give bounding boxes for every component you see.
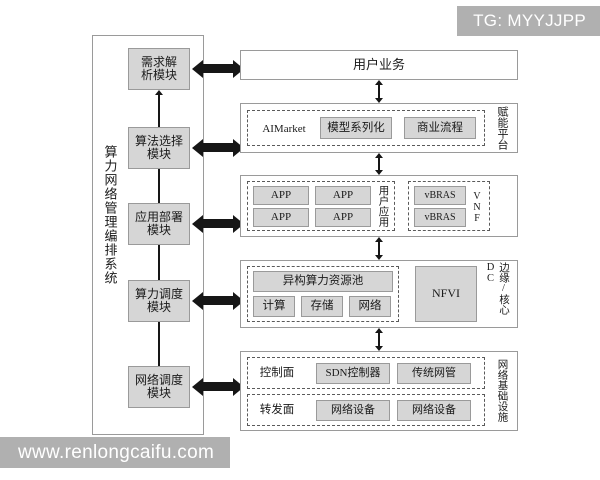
- business-process-box[interactable]: 商业流程: [404, 117, 476, 139]
- resource-network-box[interactable]: 网络: [349, 296, 391, 317]
- model-serialization-box[interactable]: 模型系列化: [320, 117, 392, 139]
- vnf-side-label: VNF: [471, 190, 483, 224]
- app-box-1[interactable]: APP: [253, 186, 309, 205]
- module-connector-2-3: [158, 169, 160, 206]
- control-plane-dashed: [247, 357, 485, 389]
- connector-dc-to-network: [378, 333, 380, 346]
- app-box-4[interactable]: APP: [315, 208, 371, 227]
- connector-application-to-dc: [378, 242, 380, 255]
- sdn-controller-box[interactable]: SDN控制器: [316, 363, 390, 384]
- enabling-platform-inner-dashed: [247, 110, 485, 146]
- connector-platform-to-application: [378, 158, 380, 170]
- arrow-demand-to-user-service: [203, 64, 233, 73]
- vbras-box-1[interactable]: vBRAS: [414, 186, 466, 205]
- module-network-scheduling[interactable]: 网络调度 模块: [128, 366, 190, 408]
- arrow-network-to-infrastructure: [203, 382, 233, 391]
- module-application-deployment[interactable]: 应用部署 模块: [128, 203, 190, 245]
- arrow-algorithm-to-platform: [203, 143, 233, 152]
- app-box-2[interactable]: APP: [315, 186, 371, 205]
- module-demand-analysis[interactable]: 需求解 析模块: [128, 48, 190, 90]
- network-device-box-1[interactable]: 网络设备: [316, 400, 390, 421]
- traditional-nms-box[interactable]: 传统网管: [397, 363, 471, 384]
- module-algorithm-selection[interactable]: 算法选择 模块: [128, 127, 190, 169]
- module-connector-1-2: [158, 95, 160, 130]
- control-plane-label: 控制面: [259, 366, 295, 379]
- network-device-box-2[interactable]: 网络设备: [397, 400, 471, 421]
- vbras-box-2[interactable]: vBRAS: [414, 208, 466, 227]
- module-computing-scheduling[interactable]: 算力调度 模块: [128, 280, 190, 322]
- arrow-deployment-to-application: [203, 219, 233, 228]
- watermark-top-right: TG: MYYJJPP: [457, 6, 600, 36]
- module-connector-4-5: [158, 322, 160, 369]
- aimarket-label: AIMarket: [262, 122, 306, 135]
- user-apps-side-label: 用户应用: [377, 185, 389, 227]
- watermark-bottom-left: www.renlongcaifu.com: [0, 437, 231, 468]
- module-connector-3-4: [158, 245, 160, 283]
- resource-storage-box[interactable]: 存储: [301, 296, 343, 317]
- nfvi-box[interactable]: NFVI: [415, 266, 477, 322]
- forwarding-plane-label: 转发面: [259, 403, 295, 416]
- user-service-panel: [240, 50, 518, 80]
- dc-side-label: 边缘/核心DC: [485, 262, 509, 315]
- user-apps-dashed: [247, 181, 395, 231]
- management-system-label: 算力网络管理编排系统: [102, 145, 118, 285]
- resource-pool-dashed: [247, 266, 399, 322]
- user-service-label: 用户业务: [352, 56, 405, 72]
- network-infrastructure-side-label: 网络基础设施: [496, 358, 508, 422]
- app-box-3[interactable]: APP: [253, 208, 309, 227]
- enabling-platform-side-label: 赋能平台: [496, 106, 508, 150]
- forwarding-plane-dashed: [247, 394, 485, 426]
- resource-compute-box[interactable]: 计算: [253, 296, 295, 317]
- connector-service-to-platform: [378, 85, 380, 98]
- arrow-computing-to-dc: [203, 296, 233, 305]
- vnf-dashed: [408, 181, 490, 231]
- heterogeneous-resource-pool-box[interactable]: 异构算力资源池: [253, 271, 393, 292]
